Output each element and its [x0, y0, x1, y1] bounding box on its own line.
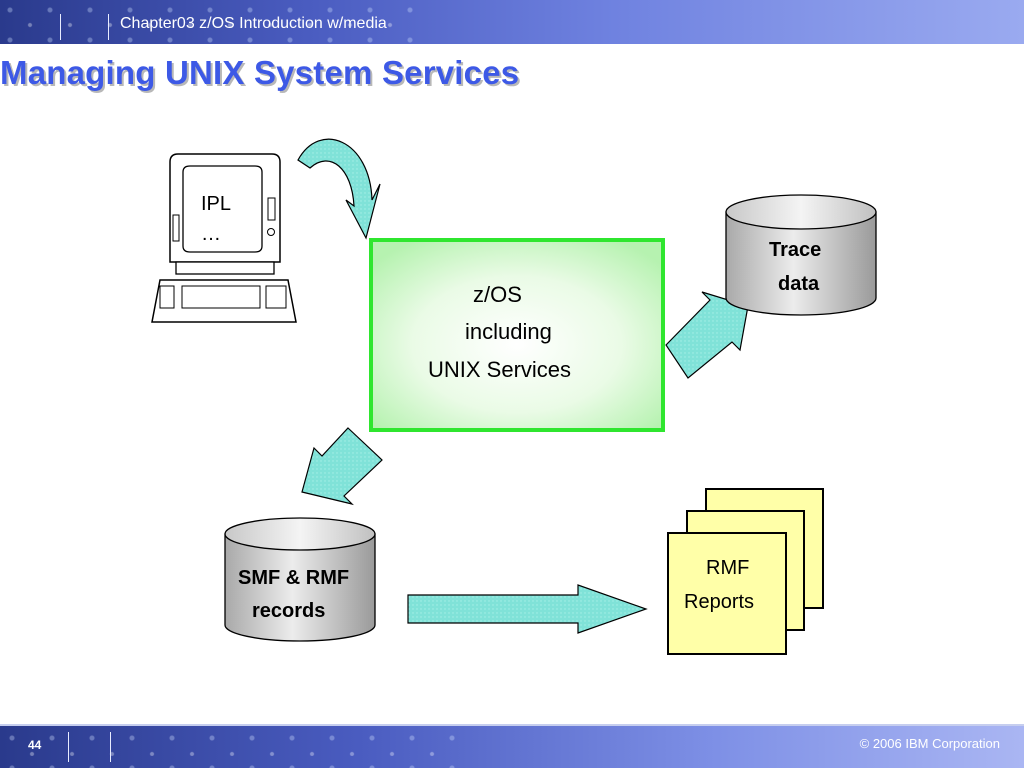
footer-divider: [68, 732, 69, 762]
smf-line1: SMF & RMF: [238, 567, 349, 589]
arrow-to-reports: [407, 584, 648, 634]
rmf-reports-stack: RMF Reports: [667, 488, 824, 655]
trace-line2: data: [778, 273, 820, 295]
terminal-ellipsis-text: …: [201, 223, 221, 245]
page-number: 44: [28, 738, 42, 752]
arrow-to-smf: [301, 427, 383, 506]
footer-bar: 44 © 2006 IBM Corporation: [0, 726, 1024, 768]
terminal-computer: IPL …: [151, 153, 297, 323]
zos-line3: UNIX Services: [428, 357, 571, 382]
zos-line2: including: [465, 319, 552, 344]
footer-divider: [110, 732, 111, 762]
chapter-title: Chapter03 z/OS Introduction w/media: [120, 15, 387, 32]
zos-line1: z/OS: [473, 282, 522, 307]
header-pattern: [0, 0, 420, 44]
trace-data-cylinder: Trace data: [725, 194, 877, 316]
zos-box: z/OS including UNIX Services: [369, 238, 665, 432]
header-bar: Chapter03 z/OS Introduction w/media: [0, 0, 1024, 44]
terminal-ipl-text: IPL: [201, 193, 231, 215]
smf-line2: records: [252, 600, 325, 622]
footer-line: [0, 724, 1024, 726]
arrow-to-trace: [665, 291, 749, 379]
curved-arrow: [297, 138, 381, 240]
copyright: © 2006 IBM Corporation: [859, 736, 1000, 751]
smf-rmf-cylinder: SMF & RMF records: [224, 517, 376, 642]
page-title: Managing UNIX System Services: [0, 54, 520, 91]
header-divider: [108, 14, 109, 40]
header-divider: [60, 14, 61, 40]
trace-line1: Trace: [769, 239, 821, 261]
reports-line2: Reports: [684, 591, 754, 613]
footer-pattern: [0, 726, 460, 768]
reports-line1: RMF: [706, 557, 749, 579]
